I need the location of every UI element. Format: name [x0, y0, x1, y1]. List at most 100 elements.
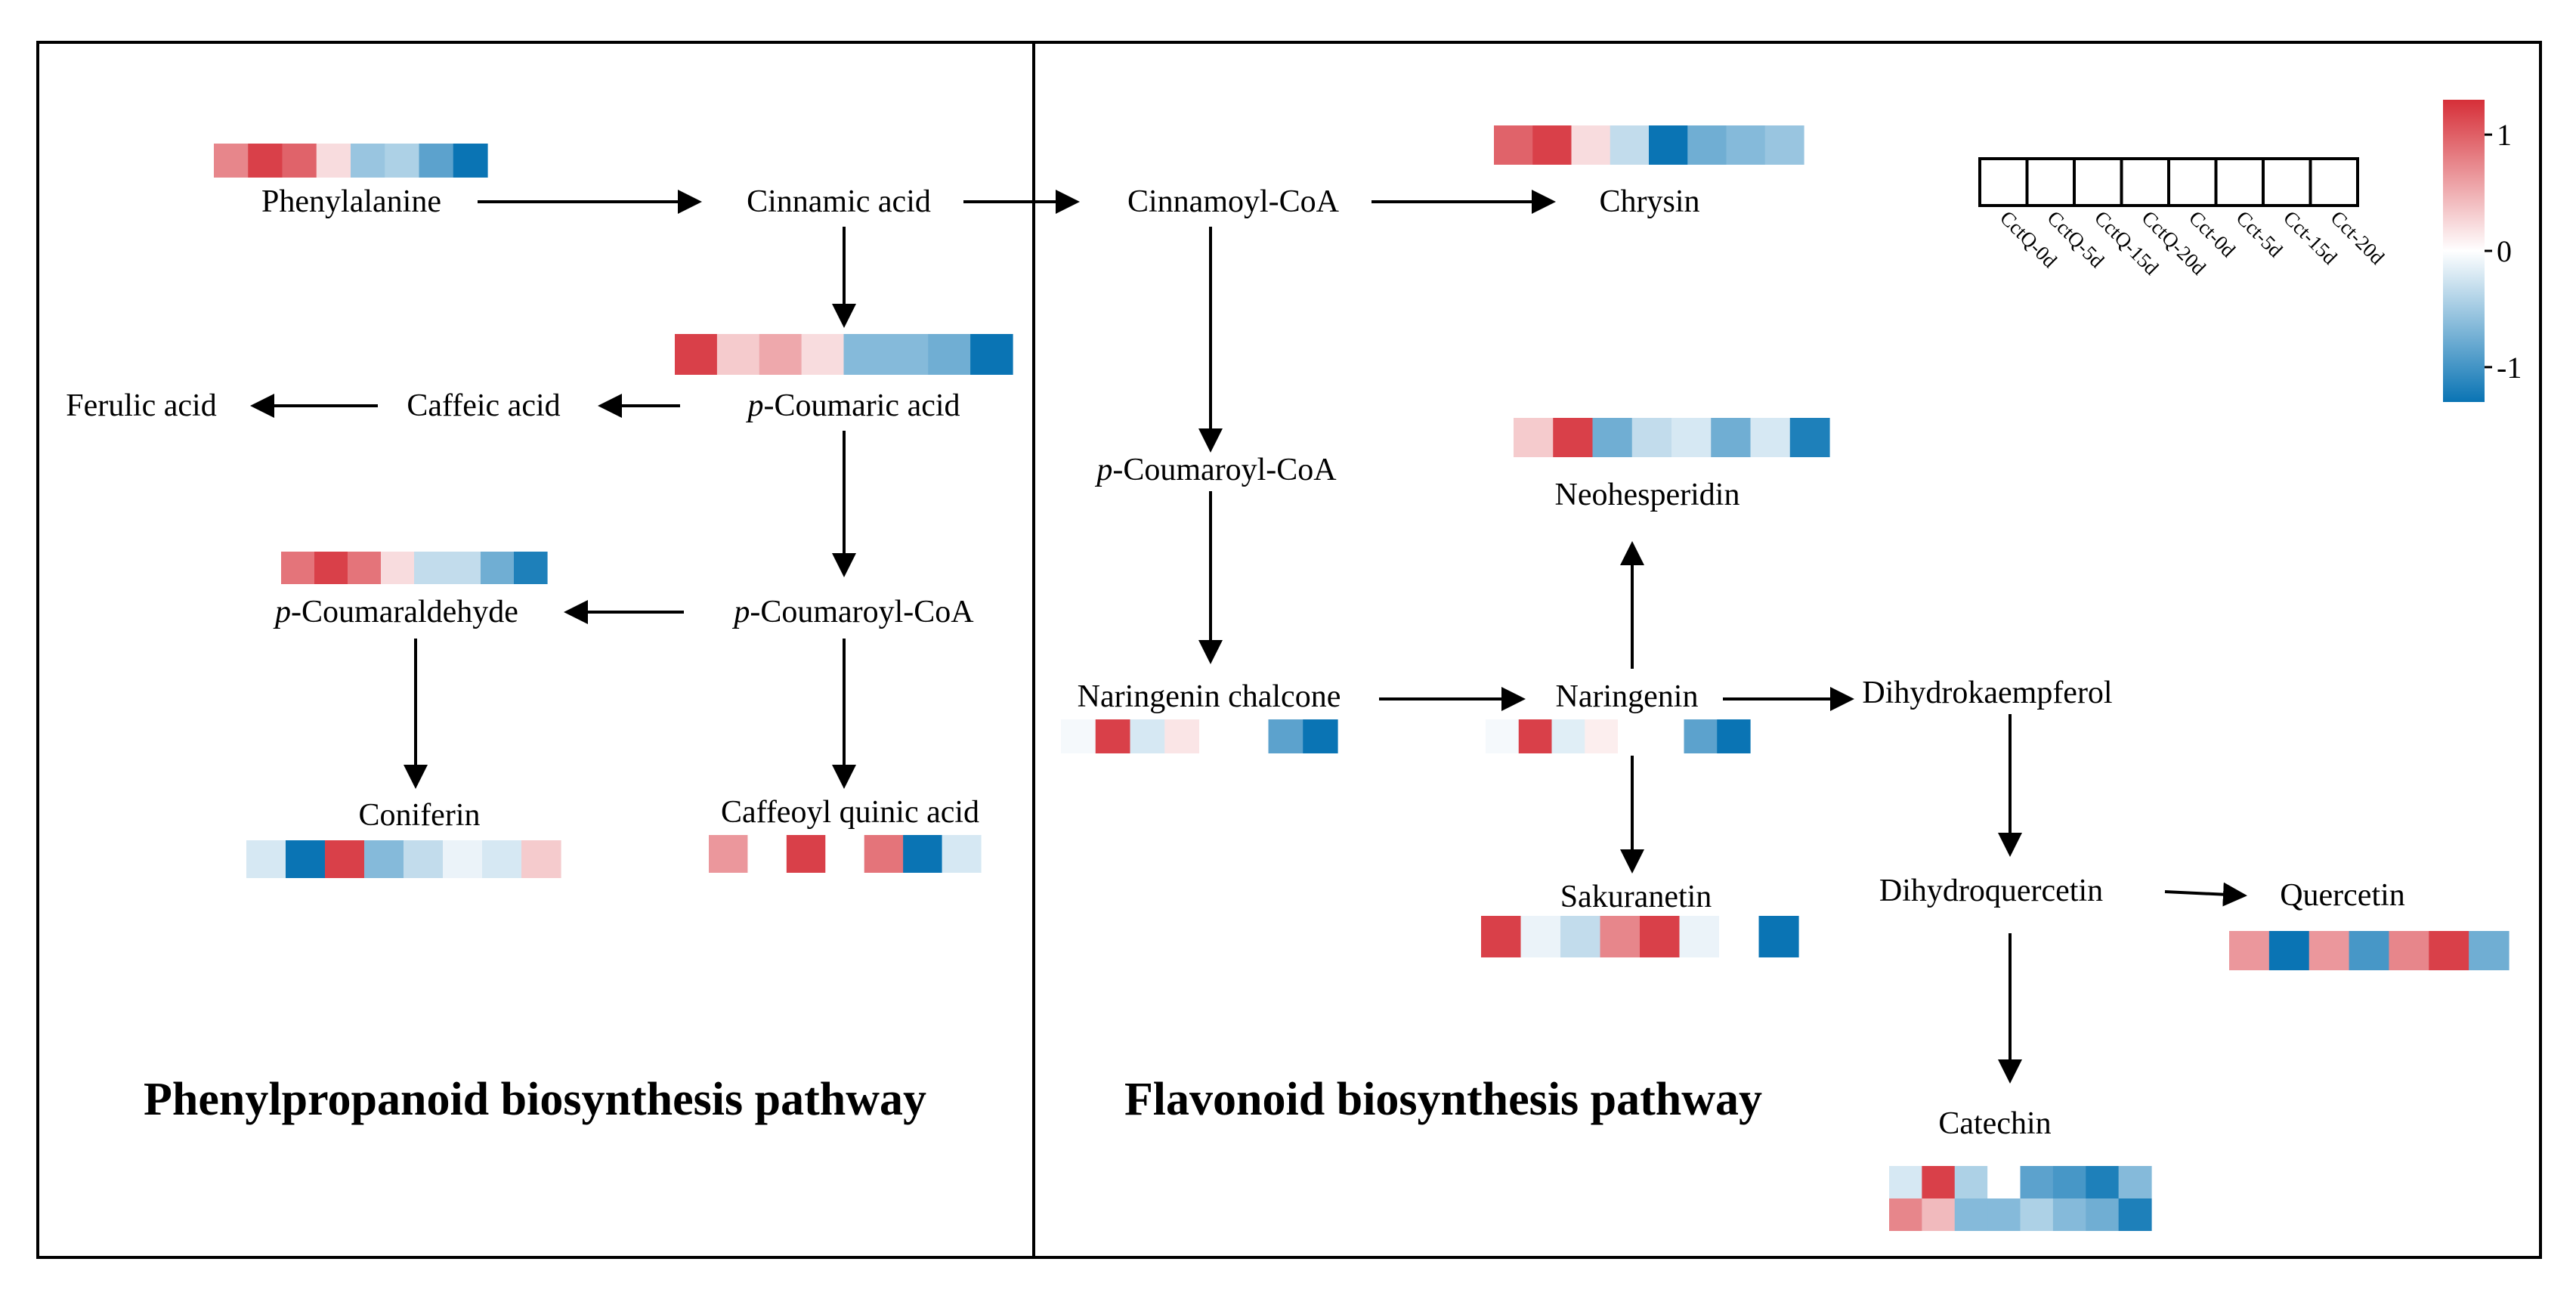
label-sakuranetin: Sakuranetin	[1560, 880, 1712, 914]
heatmap-cell-caffeoyl-quinic-acid-6	[942, 835, 982, 873]
heatmap-cell-phenylalanine-1	[248, 144, 283, 178]
sample-box-7	[2309, 157, 2359, 207]
heatmap-cell-catechin-r0-0	[1889, 1166, 1922, 1198]
heatmap-cell-sakuranetin-5	[1679, 916, 1720, 957]
label-coniferin: Coniferin	[359, 798, 481, 833]
heatmap-cell-sakuranetin-6	[1719, 916, 1760, 957]
sample-box-1	[2025, 157, 2076, 207]
label-phenylalanine: Phenylalanine	[261, 184, 441, 219]
heatmap-cell-quercetin-1	[2268, 931, 2310, 970]
heatmap-cell-naringenin-7	[1717, 719, 1751, 753]
heatmap-cell-naringenin-3	[1585, 719, 1619, 753]
heatmap-cell-neohesperidin-5	[1711, 418, 1752, 457]
heatmap-cell-naringenin-chalcone-1	[1095, 719, 1131, 753]
heatmap-cell-naringenin-chalcone-2	[1130, 719, 1165, 753]
label-naringenin-chalcone: Naringenin chalcone	[1078, 679, 1341, 714]
sample-legend: CctQ-0dCctQ-5dCctQ-15dCctQ-20dCct-0dCct-…	[1978, 157, 2389, 280]
label-p-coumaric-acid: p-Coumaric acid	[745, 388, 960, 423]
label-caffeoyl-quinic-acid: Caffeoyl quinic acid	[721, 795, 979, 830]
heatmap-cell-catechin-r0-3	[1987, 1166, 2021, 1198]
heatmap-cell-sakuranetin-4	[1640, 916, 1681, 957]
label-p-coumaroyl-coa-left: p-Coumaroyl-CoA	[731, 595, 974, 629]
heatmap-cell-chrysin-5	[1687, 125, 1727, 165]
label-cinnamic-acid: Cinnamic acid	[747, 184, 931, 219]
heatmap-cell-coniferin-7	[521, 840, 561, 878]
heatmap-cell-naringenin-chalcone-3	[1164, 719, 1200, 753]
scale-tick-label-1: 0	[2497, 234, 2512, 268]
heatmap-cell-catechin-r0-7	[2118, 1166, 2152, 1198]
heatmap-cell-naringenin-5	[1650, 719, 1685, 753]
label-chrysin: Chrysin	[1599, 184, 1699, 219]
heatmap-cell-naringenin-2	[1551, 719, 1585, 753]
heatmap-cell-caffeoyl-quinic-acid-4	[864, 835, 904, 873]
heatmap-cell-catechin-r1-0	[1889, 1198, 1922, 1231]
heatmap-cell-sakuranetin-1	[1520, 916, 1561, 957]
heatmap-cell-phenylalanine-7	[453, 144, 488, 178]
heatmap-cell-phenylalanine-3	[316, 144, 351, 178]
labels-left: Phenylalanine Cinnamic acid p-Coumaric a…	[66, 184, 979, 833]
heatmap-cell-catechin-r1-7	[2118, 1198, 2152, 1231]
label-cinnamoyl-coa: Cinnamoyl-CoA	[1127, 184, 1340, 219]
heatmap-cell-phenylalanine-2	[282, 144, 317, 178]
heatmap-cell-neohesperidin-7	[1789, 418, 1830, 457]
heatmap-cell-p-coumaric-acid-5	[886, 334, 929, 375]
label-p-coumaraldehyde: p-Coumaraldehyde	[273, 595, 518, 629]
heatmap-cell-catechin-r0-5	[2052, 1166, 2086, 1198]
labels-right: Cinnamoyl-CoA Chrysin p-Coumaroyl-CoA Ne…	[1078, 184, 2405, 1141]
label-caffeic-acid: Caffeic acid	[407, 388, 560, 423]
sample-legend-boxes	[1978, 157, 2359, 207]
heatmap-cell-phenylalanine-0	[214, 144, 249, 178]
heatmap-cell-p-coumaraldehyde-4	[414, 552, 448, 584]
heatmap-cell-neohesperidin-6	[1750, 418, 1791, 457]
heatmap-cell-p-coumaraldehyde-0	[281, 552, 315, 584]
heatmap-cell-chrysin-2	[1571, 125, 1611, 165]
heatmap-cell-p-coumaric-acid-4	[843, 334, 886, 375]
heatmap-cell-catechin-r1-3	[1987, 1198, 2021, 1231]
heatmap-cell-chrysin-3	[1610, 125, 1650, 165]
heatmap-cell-chrysin-4	[1649, 125, 1688, 165]
label-dihydroquercetin: Dihydroquercetin	[1879, 874, 2103, 908]
label-ferulic-acid: Ferulic acid	[66, 388, 216, 423]
heatmap-cell-p-coumaraldehyde-5	[447, 552, 481, 584]
scale-tick-label-2: -1	[2497, 351, 2522, 385]
heatmaps-layer	[214, 125, 2510, 1231]
heatmap-cell-coniferin-5	[443, 840, 483, 878]
heatmap-cell-sakuranetin-3	[1600, 916, 1641, 957]
heatmap-cell-quercetin-6	[2469, 931, 2510, 970]
label-quercetin: Quercetin	[2280, 878, 2405, 913]
heatmap-cell-neohesperidin-4	[1671, 418, 1712, 457]
heatmap-cell-coniferin-3	[364, 840, 404, 878]
sample-legend-labels: CctQ-0dCctQ-5dCctQ-15dCctQ-20dCct-0dCct-…	[1996, 206, 2389, 280]
heatmap-cell-catechin-r1-4	[2020, 1198, 2054, 1231]
flavonoid-title: Flavonoid biosynthesis pathway	[1124, 1074, 1762, 1125]
sample-label-7: Cct-20d	[2327, 206, 2389, 269]
heatmap-cell-p-coumaric-acid-0	[675, 334, 718, 375]
label-p-coumaroyl-coa-right: p-Coumaroyl-CoA	[1094, 453, 1337, 487]
heatmap-cell-sakuranetin-7	[1758, 916, 1799, 957]
arrows-right	[1198, 190, 2247, 1084]
flavonoid-panel-frame	[1032, 41, 2542, 1259]
heatmap-cell-chrysin-6	[1726, 125, 1766, 165]
sample-box-5	[2214, 157, 2265, 207]
heatmap-cell-p-coumaric-acid-6	[928, 334, 971, 375]
heatmap-cell-p-coumaric-acid-3	[801, 334, 845, 375]
heatmap-cell-naringenin-1	[1518, 719, 1553, 753]
sample-box-0	[1978, 157, 2029, 207]
heatmap-cell-p-coumaraldehyde-2	[348, 552, 382, 584]
heatmap-cell-chrysin-0	[1494, 125, 1533, 165]
heatmap-cell-sakuranetin-2	[1560, 916, 1601, 957]
label-naringenin: Naringenin	[1556, 679, 1699, 714]
heatmap-cell-naringenin-chalcone-4	[1199, 719, 1235, 753]
color-scale: 1 0 -1	[2443, 100, 2522, 402]
heatmap-cell-naringenin-6	[1684, 719, 1718, 753]
heatmap-cell-phenylalanine-4	[351, 144, 385, 178]
heatmap-cell-coniferin-6	[482, 840, 522, 878]
scale-tick-label-0: 1	[2497, 118, 2512, 152]
heatmap-cell-naringenin-chalcone-0	[1061, 719, 1096, 753]
heatmap-cell-coniferin-2	[325, 840, 365, 878]
color-scale-bar	[2443, 100, 2485, 402]
heatmap-cell-catechin-r0-6	[2086, 1166, 2120, 1198]
heatmap-cell-p-coumaraldehyde-1	[314, 552, 348, 584]
heatmap-cell-caffeoyl-quinic-acid-5	[903, 835, 943, 873]
